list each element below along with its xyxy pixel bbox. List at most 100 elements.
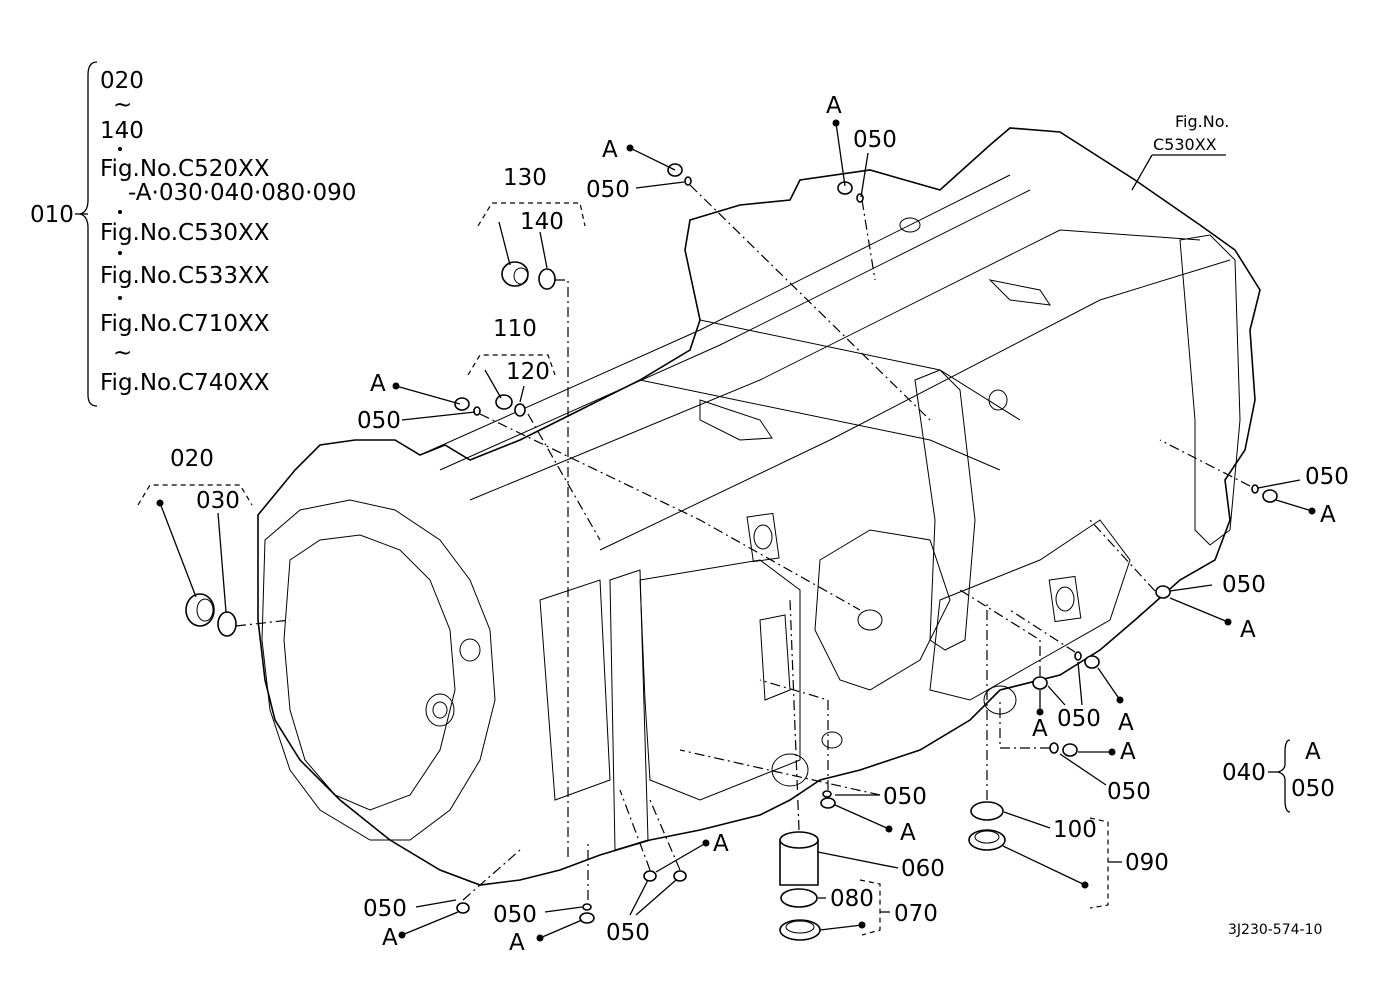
seal-050 [473, 406, 481, 416]
side-post [1179, 234, 1241, 546]
callout-labels: A 050 Fig.No. C530XX A 050 130 140 110 1… [170, 93, 1349, 956]
callout-b2-050: 050 [493, 902, 537, 928]
valve-plate [639, 559, 801, 801]
plug-a [456, 902, 470, 914]
callout-m-050: 050 [357, 408, 401, 434]
side-port [988, 389, 1008, 411]
zf-logo-plate-2 [1048, 575, 1082, 623]
front-bore [425, 693, 455, 727]
callout-top-a: A [826, 93, 842, 119]
rear-lower-flange [929, 519, 1131, 701]
plug-090-inner [974, 830, 1000, 844]
legend-fig-c740: Fig.No.C740XX [100, 370, 270, 396]
seal-050 [1251, 484, 1259, 494]
top-rib [419, 174, 1011, 456]
seal-050 [822, 790, 832, 798]
legend-fig-c533: Fig.No.C533XX [100, 263, 270, 289]
callout-r2-050: 050 [1222, 572, 1266, 598]
legend-fig-c520: Fig.No.C520XX [100, 156, 270, 182]
side-post [914, 369, 976, 651]
callout-020: 020 [170, 446, 214, 472]
legend-dot [118, 296, 122, 300]
filter-060-top [779, 831, 819, 849]
callout-r3-050: 050 [1057, 706, 1101, 732]
callout-r2-a: A [1240, 617, 1256, 643]
seal-050 [582, 903, 592, 911]
callout-c-050: 050 [883, 784, 927, 810]
seal-050 [1049, 742, 1059, 754]
plug-a [579, 912, 595, 924]
plug-a [454, 397, 470, 411]
callout-r3-a: A [1032, 716, 1048, 742]
callout-fig-c530: C530XX [1153, 135, 1217, 154]
plug-130 [501, 261, 529, 287]
callout-090: 090 [1125, 850, 1169, 876]
top-rib [639, 379, 1001, 471]
front-flange-inner [283, 534, 456, 811]
legend-brace [79, 61, 98, 407]
oring-030 [217, 611, 237, 637]
callout-c-a: A [900, 820, 916, 846]
parts [185, 163, 1278, 941]
top-rib [469, 229, 1201, 501]
plug-110 [495, 394, 513, 410]
oring-100 [970, 801, 1004, 821]
plug-a [673, 870, 687, 882]
legend-020: 020 [100, 68, 144, 94]
lower-port [771, 753, 809, 787]
callout-130: 130 [503, 165, 547, 191]
plug-130-inner [513, 267, 529, 285]
callout-b3-050: 050 [606, 920, 650, 946]
callout-120: 120 [506, 359, 550, 385]
top-rib [599, 259, 1231, 551]
seal-050 [1074, 651, 1082, 661]
legend-dot [118, 251, 122, 255]
callout-r3-a2: A [1118, 710, 1134, 736]
lower-port-2 [821, 731, 843, 749]
plug-a [820, 797, 836, 809]
callout-top-050: 050 [853, 127, 897, 153]
drawing-code: 3J230-574-10 [1228, 922, 1322, 938]
callout-060: 060 [901, 856, 945, 882]
callout-b3-a: A [713, 831, 729, 857]
legend-010: 010 [30, 202, 74, 228]
callout-fig-no: Fig.No. [1175, 112, 1229, 131]
front-bore-2 [459, 638, 481, 662]
plug-a [1062, 743, 1078, 757]
callout-m-a: A [370, 371, 386, 397]
oring-140 [538, 268, 556, 290]
callout-r1-050: 050 [1305, 464, 1349, 490]
plug-020-inner [196, 598, 214, 622]
transmission-case-drawing [257, 127, 1261, 886]
callout-040-050: 050 [1291, 776, 1335, 802]
top-rib [439, 189, 1031, 471]
top-bracket [988, 279, 1052, 306]
side-plate-2 [609, 569, 649, 851]
callout-030: 030 [196, 488, 240, 514]
legend-dot [118, 147, 122, 151]
callout-r1-a: A [1320, 502, 1336, 528]
rear-lower-housing [814, 529, 951, 691]
legend-group-010: 020 ~ 140 Fig.No.C520XX -A·030·040·080·0… [30, 61, 356, 407]
seal-050 [684, 176, 692, 186]
callout-040-a: A [1305, 739, 1321, 765]
callout-tl-a: A [602, 137, 618, 163]
callout-070: 070 [894, 901, 938, 927]
side-plate [539, 579, 611, 801]
front-flange [261, 499, 496, 841]
zf-logo [753, 524, 773, 550]
top-bracket [699, 399, 773, 441]
callout-080: 080 [830, 886, 874, 912]
callout-tl-050: 050 [586, 177, 630, 203]
legend-fig-c530: Fig.No.C530XX [100, 220, 270, 246]
legend-fig-c520-sub: -A·030·040·080·090 [128, 180, 356, 206]
callout-r4-050: 050 [1107, 779, 1151, 805]
oring-120 [514, 403, 526, 417]
top-port [899, 217, 921, 233]
plug-a [1084, 655, 1100, 669]
legend-dot [118, 210, 122, 214]
front-bore-inner [432, 701, 448, 719]
plug-a [1032, 676, 1048, 690]
plug-a [643, 870, 657, 882]
callout-040: 040 [1222, 760, 1266, 786]
